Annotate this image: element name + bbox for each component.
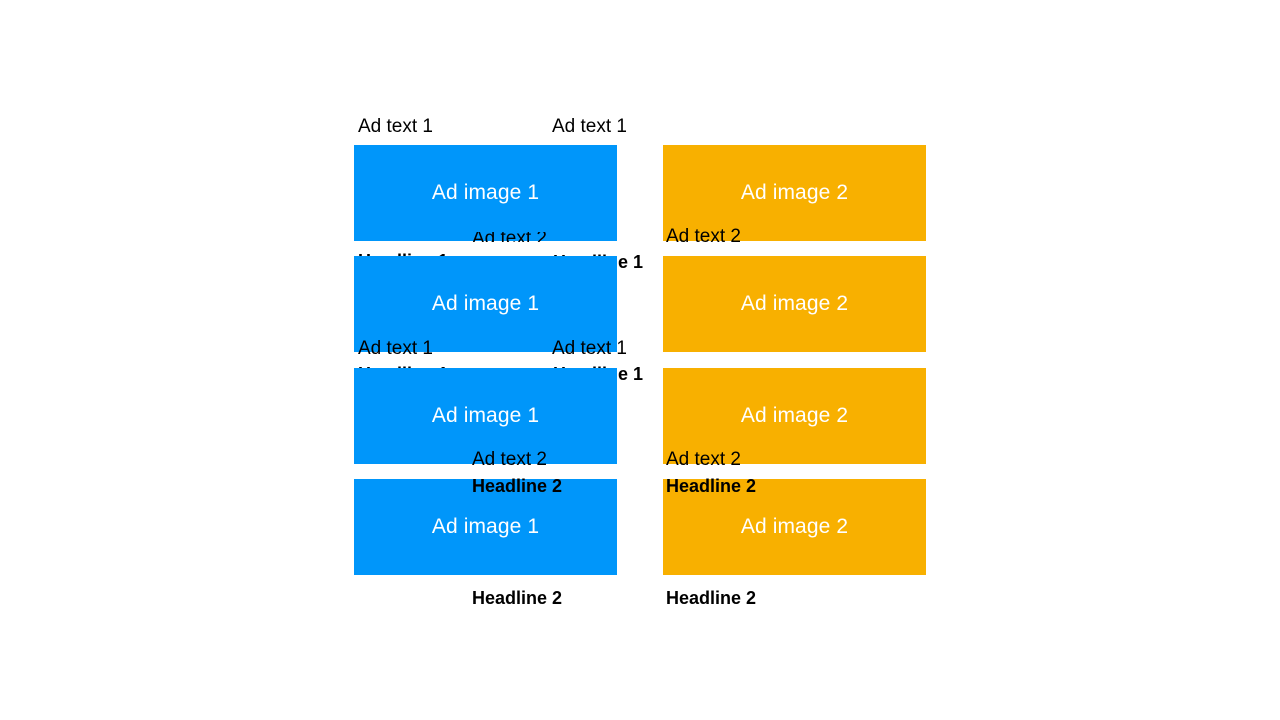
ad-image-2-label: Ad image 2	[740, 404, 849, 427]
ad-text-1-label: Ad text 1	[552, 338, 627, 359]
ad-text-1-label: Ad text 1	[358, 338, 433, 359]
partial-ad-text-2: Ad text 2	[470, 232, 590, 242]
ad-image-1-block: Ad image 1	[354, 145, 617, 241]
ad-image-2-block: Ad image 2	[663, 256, 926, 352]
headline-2-label: Headline 2	[666, 476, 757, 496]
ad-text-2-label: Ad text 2	[472, 449, 547, 470]
ad-image-1-label: Ad image 1	[431, 515, 540, 538]
ad-text-2-label: Ad text 2	[666, 226, 741, 247]
ad-image-2-block: Ad image 2	[663, 479, 926, 575]
ad-image-2-label: Ad image 2	[740, 515, 849, 538]
ad-image-2-label: Ad image 2	[740, 181, 849, 204]
ad-image-1-label: Ad image 1	[431, 292, 540, 315]
ad-image-2-block: Ad image 2	[663, 368, 926, 464]
ad-image-1-block: Ad image 1	[354, 256, 617, 352]
ad-image-1-label: Ad image 1	[431, 181, 540, 204]
headline-2-label: Headline 2	[472, 476, 563, 496]
ad-image-1-block: Ad image 1	[354, 479, 617, 575]
ad-text-2-label: Ad text 2	[666, 449, 741, 470]
ad-image-1-block: Ad image 1	[354, 368, 617, 464]
ad-image-2-block: Ad image 2	[663, 145, 926, 241]
ad-image-2-label: Ad image 2	[740, 292, 849, 315]
headline-2-label: Headline 2	[472, 588, 563, 608]
headline-2-label: Headline 2	[666, 588, 757, 608]
ad-text-1-label: Ad text 1	[358, 116, 433, 137]
partial-headline-1: Headline 1	[356, 252, 476, 259]
ad-image-1-label: Ad image 1	[431, 404, 540, 427]
ad-text-1-label: Ad text 1	[552, 116, 627, 137]
ad-text-2-label: Ad text 2	[472, 232, 547, 242]
headline-1-label: Headline 1	[358, 252, 448, 259]
